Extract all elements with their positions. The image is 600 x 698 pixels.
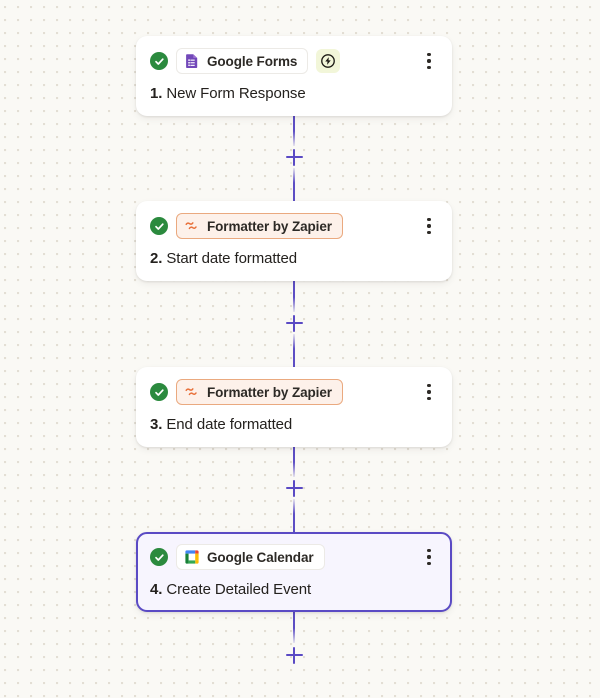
step-name: Create Detailed Event	[166, 581, 312, 598]
kebab-menu-icon[interactable]	[420, 381, 438, 403]
card-header: Formatter by Zapier	[150, 213, 438, 239]
card-header: Google Forms	[150, 48, 438, 74]
zap-step-card-4[interactable]: Google Calendar 4. Create Detailed Event	[136, 532, 452, 612]
kebab-menu-icon[interactable]	[420, 546, 438, 568]
connector-4-end	[293, 610, 295, 698]
app-name-label: Formatter by Zapier	[207, 218, 332, 234]
app-name-label: Formatter by Zapier	[207, 384, 332, 400]
google-forms-icon	[184, 53, 200, 69]
card-header: Formatter by Zapier	[150, 379, 438, 405]
kebab-menu-icon[interactable]	[420, 215, 438, 237]
formatter-icon	[184, 384, 200, 400]
app-name-label: Google Calendar	[207, 549, 314, 565]
formatter-icon	[184, 218, 200, 234]
connector-1-2	[293, 113, 295, 201]
check-circle-icon	[150, 52, 168, 70]
add-step-button-2[interactable]	[283, 312, 305, 334]
step-title: 2. Start date formatted	[150, 250, 438, 267]
step-name: End date formatted	[166, 416, 293, 433]
zap-editor-canvas: Google Forms 1. New Form Response	[136, 36, 452, 666]
card-header: Google Calendar	[150, 544, 438, 570]
step-number: 1.	[150, 85, 163, 102]
zap-step-card-2[interactable]: Formatter by Zapier 2. Start date format…	[136, 201, 452, 281]
add-step-button-3[interactable]	[283, 477, 305, 499]
add-step-button-1[interactable]	[283, 146, 305, 168]
step-name: Start date formatted	[166, 250, 297, 267]
zap-step-card-1[interactable]: Google Forms 1. New Form Response	[136, 36, 452, 116]
app-name-label: Google Forms	[207, 53, 298, 69]
step-title: 3. End date formatted	[150, 416, 438, 433]
connector-2-3	[293, 279, 295, 367]
step-number: 2.	[150, 250, 163, 267]
step-number: 3.	[150, 416, 163, 433]
check-circle-icon	[150, 217, 168, 235]
zap-step-card-3[interactable]: Formatter by Zapier 3. End date formatte…	[136, 367, 452, 447]
app-pill-formatter-by-zapier[interactable]: Formatter by Zapier	[176, 379, 343, 405]
check-circle-icon	[150, 383, 168, 401]
app-pill-google-forms[interactable]: Google Forms	[176, 48, 309, 74]
connector-3-4	[293, 444, 295, 532]
check-circle-icon	[150, 548, 168, 566]
google-calendar-icon	[184, 549, 200, 565]
step-title: 4. Create Detailed Event	[150, 581, 438, 598]
app-pill-formatter-by-zapier[interactable]: Formatter by Zapier	[176, 213, 343, 239]
app-pill-google-calendar[interactable]: Google Calendar	[176, 544, 325, 570]
step-title: 1. New Form Response	[150, 85, 438, 102]
step-number: 4.	[150, 581, 163, 598]
lightning-bolt-icon[interactable]	[316, 49, 341, 73]
kebab-menu-icon[interactable]	[420, 50, 438, 72]
add-step-button-4[interactable]	[283, 644, 305, 666]
step-name: New Form Response	[166, 85, 306, 102]
